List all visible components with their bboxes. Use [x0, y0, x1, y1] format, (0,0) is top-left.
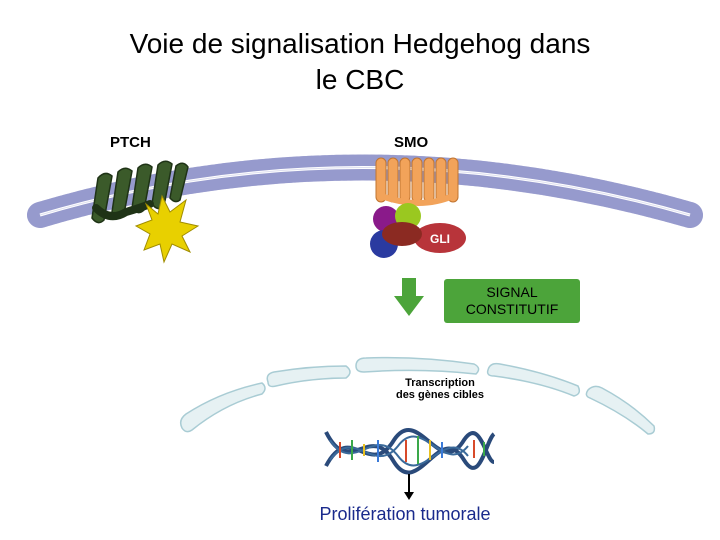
smo-label: SMO: [394, 134, 429, 151]
ptch-receptor-icon: [91, 160, 189, 224]
gli-label: GLI: [430, 232, 450, 246]
dna-helix-icon: [324, 428, 496, 475]
transcription-label: Transcription des gènes cibles: [380, 377, 500, 401]
transcription-line-1: Transcription: [405, 377, 475, 389]
gli-complex: GLI: [370, 203, 466, 258]
ptch-label: PTCH: [110, 134, 151, 151]
signal-box: SIGNAL CONSTITUTIF: [444, 279, 580, 323]
cell-membrane: [27, 154, 703, 228]
nuclear-envelope: [179, 356, 656, 435]
title-line-1: Voie de signalisation Hedgehog dans: [129, 28, 591, 59]
title-line-2: le CBC: [315, 64, 405, 95]
gli-protein: [414, 223, 466, 253]
smo-receptor-icon: [375, 157, 459, 206]
mutation-star-icon: [134, 194, 200, 264]
outcome-arrow: [404, 474, 414, 500]
slide-title: Voie de signalisation Hedgehog dans le C…: [60, 26, 660, 98]
signal-line-1: SIGNAL: [486, 284, 538, 300]
signal-line-2: CONSTITUTIF: [465, 301, 559, 317]
transcription-line-2: des gènes cibles: [395, 389, 485, 401]
outcome-label: Prolifération tumorale: [319, 504, 491, 524]
down-arrow-icon: [394, 278, 424, 316]
